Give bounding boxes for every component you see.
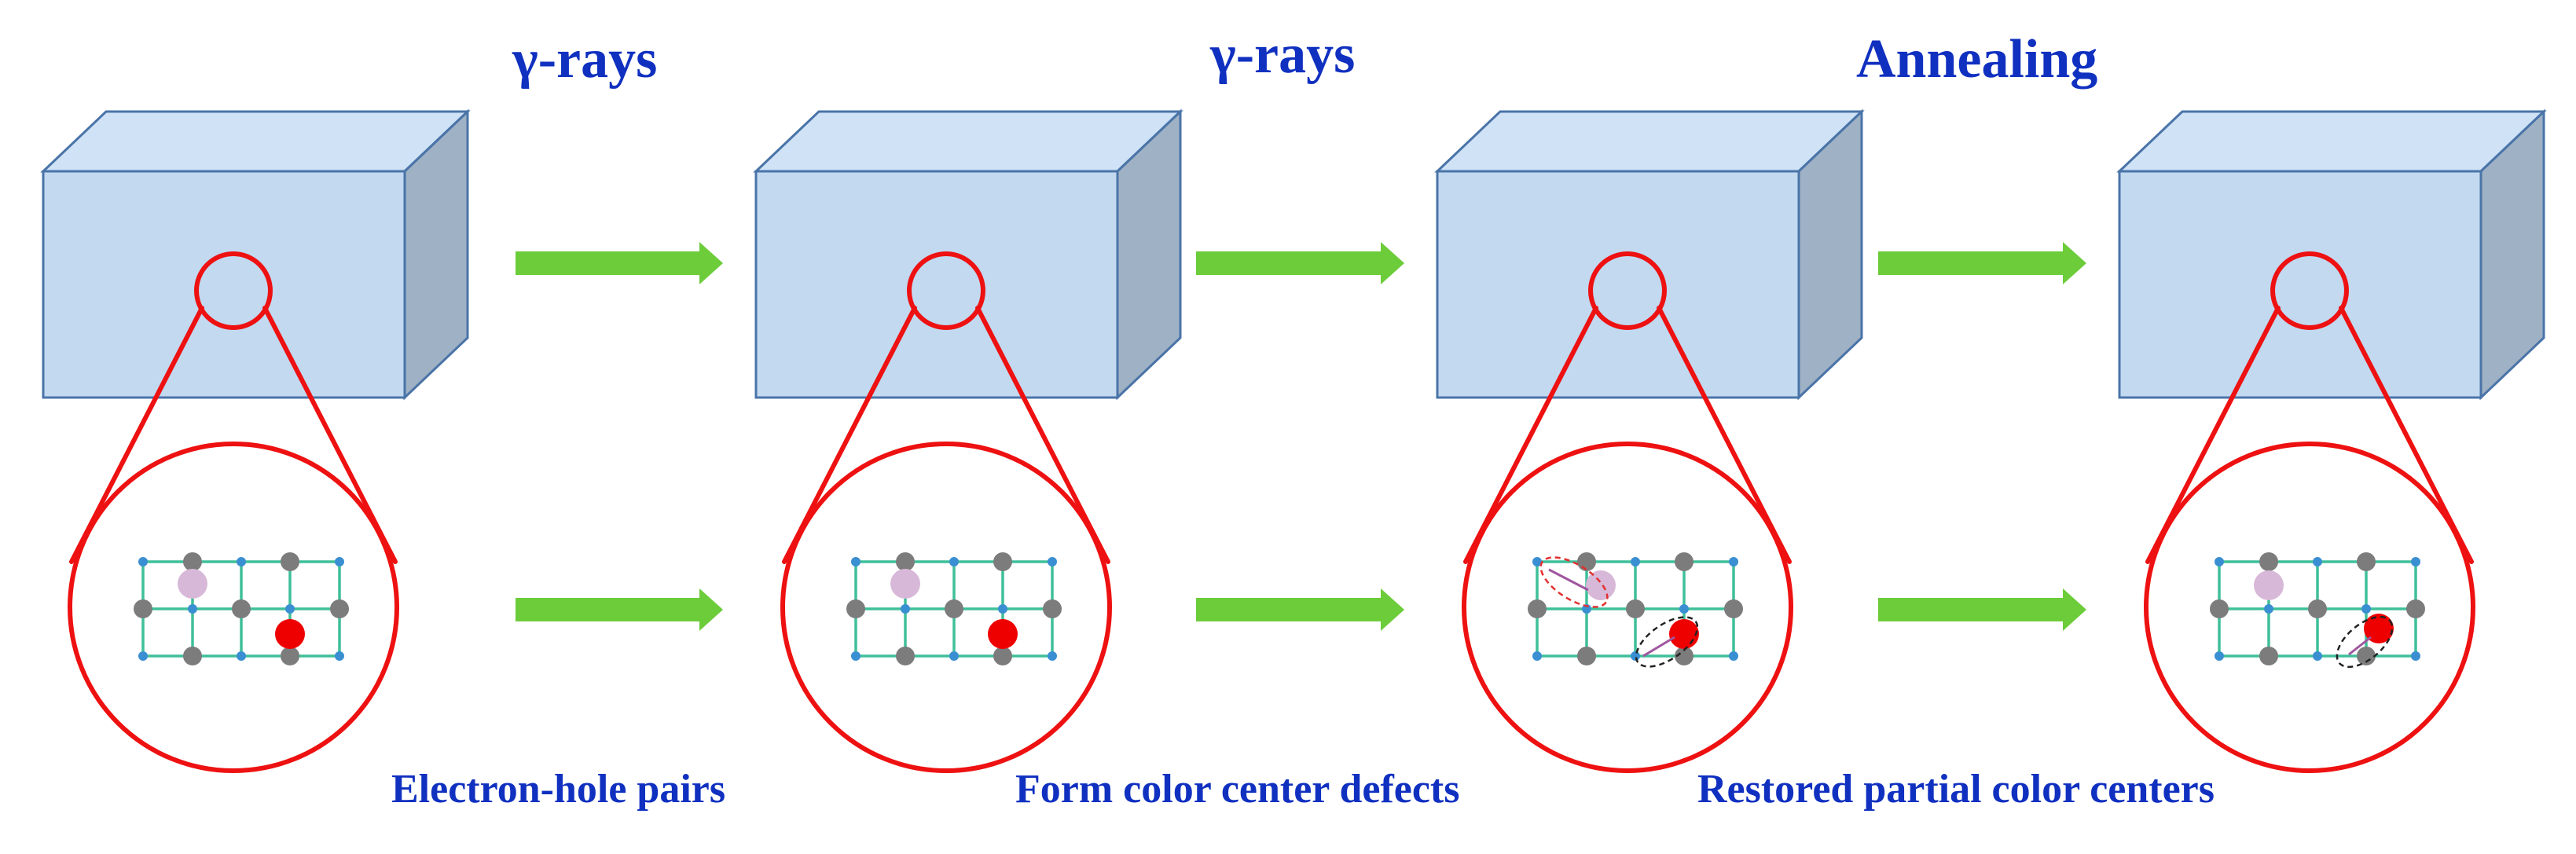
block-top-face [753,110,1183,173]
electron-atom [2364,614,2394,643]
block-front-face [42,170,406,399]
hole-atom [890,569,920,599]
lattice-insets [132,551,2427,669]
electron-atom [1669,619,1699,649]
crystal-block-3 [1434,108,1865,401]
magnifier-lens [2270,251,2349,330]
block-front-face [754,170,1119,399]
electron-atom [988,619,1018,649]
crystal-block-1 [40,108,471,401]
electron-atom [275,619,305,649]
lattice-inset-1 [132,551,350,667]
lattice-inset-3 [1526,551,1745,668]
caption-restored-partial-color-centers: Restored partial color centers [1697,767,2215,812]
defect-pair-outline-electron [2336,615,2394,669]
step-label-gamma-rays-2: γ-rays [1210,24,1356,85]
arrow-top-2 [1196,242,1404,284]
hole-atom [2254,570,2284,600]
step-label-gamma-rays-1: γ-rays [512,29,658,90]
hole-atom [1586,570,1616,600]
magnifier-lens [1588,251,1667,330]
block-front-face [2118,170,2482,399]
arrow-bottom-2 [1196,588,1404,631]
lattice-inset-2 [845,551,1063,667]
step-label-annealing: Annealing [1856,29,2098,90]
magnifier-lens [194,251,273,330]
block-top-face [40,110,471,173]
arrow-bottom-3 [1878,588,2086,631]
block-top-face [2116,110,2547,173]
arrow-top-3 [1878,242,2086,284]
caption-form-color-center-defects: Form color center defects [1015,767,1460,812]
crystal-block-2 [753,108,1183,401]
electron-migration-line [1642,636,1675,658]
magnifier-lens [907,251,985,330]
process-arrows [516,242,2086,631]
hole-migration-line [1548,568,1589,592]
arrow-top-1 [516,242,723,284]
caption-electron-hole-pairs: Electron-hole pairs [391,767,726,812]
crystal-blocks [40,108,2547,401]
hole-atom [178,569,207,599]
arrow-bottom-1 [516,588,723,631]
defect-pair-outline-electron [1635,616,1699,668]
crystal-block-4 [2116,108,2547,401]
block-front-face [1436,170,1800,399]
block-top-face [1434,110,1865,173]
electron-migration-line [2348,636,2372,656]
lattice-inset-4 [2208,551,2427,669]
